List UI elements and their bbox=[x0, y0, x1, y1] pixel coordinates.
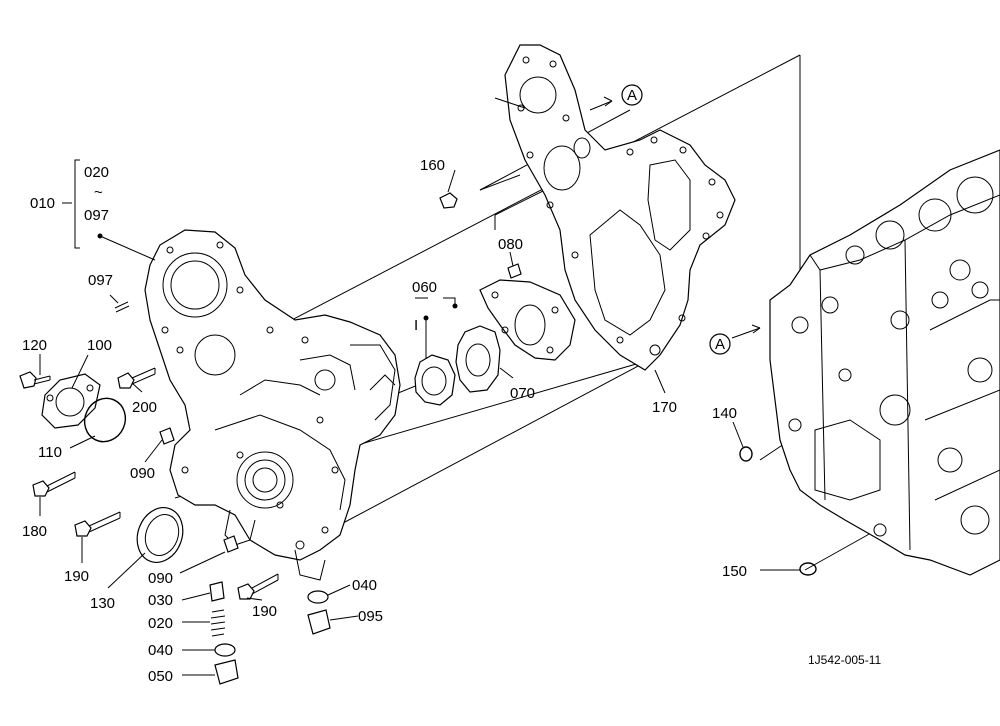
drawing-code: 1J542-005-11 bbox=[808, 653, 881, 667]
label-130: 130 bbox=[90, 595, 115, 612]
label-160: 160 bbox=[420, 157, 445, 174]
label-180: 180 bbox=[22, 523, 47, 540]
label-070: 070 bbox=[510, 385, 535, 402]
label-range-tilde: ~ bbox=[94, 184, 103, 201]
label-100: 100 bbox=[87, 337, 112, 354]
reference-markers: A A bbox=[621, 84, 731, 355]
label-140: 140 bbox=[712, 405, 737, 422]
label-050: 050 bbox=[148, 668, 173, 685]
reference-dots bbox=[97, 233, 458, 321]
label-030: 030 bbox=[148, 592, 173, 609]
label-roman-i: I bbox=[414, 317, 418, 334]
ref-marker-a-upper: A bbox=[627, 87, 637, 104]
label-190-left: 190 bbox=[64, 568, 89, 585]
label-060: 060 bbox=[412, 279, 437, 296]
label-090-upper: 090 bbox=[130, 465, 155, 482]
label-020-range-start: 020 bbox=[84, 164, 109, 181]
label-120: 120 bbox=[22, 337, 47, 354]
label-080: 080 bbox=[498, 236, 523, 253]
cylinder-block bbox=[769, 149, 1000, 576]
label-040-right: 040 bbox=[352, 577, 377, 594]
small-parts bbox=[19, 192, 817, 685]
label-040-left: 040 bbox=[148, 642, 173, 659]
label-097-range-end: 097 bbox=[84, 207, 109, 224]
label-020: 020 bbox=[148, 615, 173, 632]
label-190-lower: 190 bbox=[252, 603, 277, 620]
part-labels: 010 020 ~ 097 097 120 100 200 110 090 18… bbox=[22, 157, 881, 685]
label-150: 150 bbox=[722, 563, 747, 580]
label-200: 200 bbox=[132, 399, 157, 416]
ref-marker-a-lower: A bbox=[715, 336, 725, 353]
leader-lines bbox=[39, 96, 800, 676]
label-095: 095 bbox=[358, 608, 383, 625]
gasket-170 bbox=[504, 44, 736, 371]
gear-case-010 bbox=[144, 229, 401, 581]
label-170: 170 bbox=[652, 399, 677, 416]
label-097: 097 bbox=[88, 272, 113, 289]
label-010: 010 bbox=[30, 195, 55, 212]
label-090-lower: 090 bbox=[148, 570, 173, 587]
label-110: 110 bbox=[38, 444, 62, 461]
